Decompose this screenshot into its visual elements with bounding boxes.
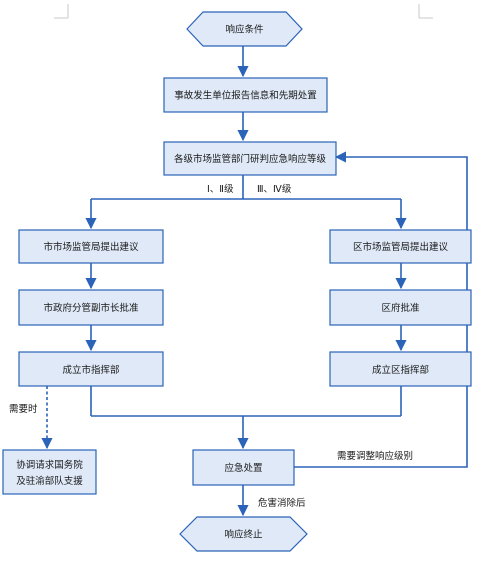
connectors	[41, 46, 468, 517]
level-high-label: Ⅰ、Ⅱ级	[207, 183, 234, 195]
report-node: 事故发生单位报告信息和先期处置	[163, 77, 328, 113]
support-label-line1: 协调请求国务院	[16, 459, 83, 471]
end-node-label: 响应终止	[224, 529, 263, 541]
handle-node-label: 应急处置	[224, 462, 262, 474]
district-propose-label: 区市场监管局提出建议	[353, 241, 449, 253]
end-node: 响应终止	[179, 516, 308, 552]
district-approve-node: 区府批准	[329, 289, 472, 326]
district-approve-label: 区府批准	[381, 302, 420, 314]
district-command-label: 成立区指挥部	[372, 364, 429, 376]
adjust-level-label: 需要调整响应级别	[337, 450, 413, 462]
district-command-node: 成立区指挥部	[329, 351, 472, 387]
city-propose-node: 市市场监管局提出建议	[18, 229, 164, 264]
hazard-cleared-label: 危害消除后	[258, 497, 306, 509]
assess-node-label: 各级市场监管部门研判应急响应等级	[174, 153, 327, 165]
support-label-line2: 及驻渝部队支援	[16, 475, 83, 487]
city-approve-node: 市政府分管副市长批准	[18, 289, 164, 326]
city-command-label: 成立市指挥部	[62, 364, 119, 376]
support-node: 协调请求国务院 及驻渝部队支援	[2, 449, 97, 495]
start-node: 响应条件	[186, 11, 303, 47]
assess-node: 各级市场监管部门研判应急响应等级	[163, 141, 337, 176]
city-propose-label: 市市场监管局提出建议	[43, 241, 139, 253]
corner-mark-right	[418, 4, 433, 19]
start-node-label: 响应条件	[225, 24, 264, 36]
handle-node: 应急处置	[192, 449, 295, 486]
corner-mark-left	[54, 4, 69, 19]
district-propose-node: 区市场监管局提出建议	[329, 229, 472, 264]
report-node-label: 事故发生单位报告信息和先期处置	[174, 90, 317, 102]
level-low-label: Ⅲ、Ⅳ级	[257, 183, 292, 195]
city-command-node: 成立市指挥部	[18, 351, 164, 387]
city-approve-label: 市政府分管副市长批准	[43, 302, 139, 314]
when-needed-label: 需要时	[9, 403, 38, 415]
